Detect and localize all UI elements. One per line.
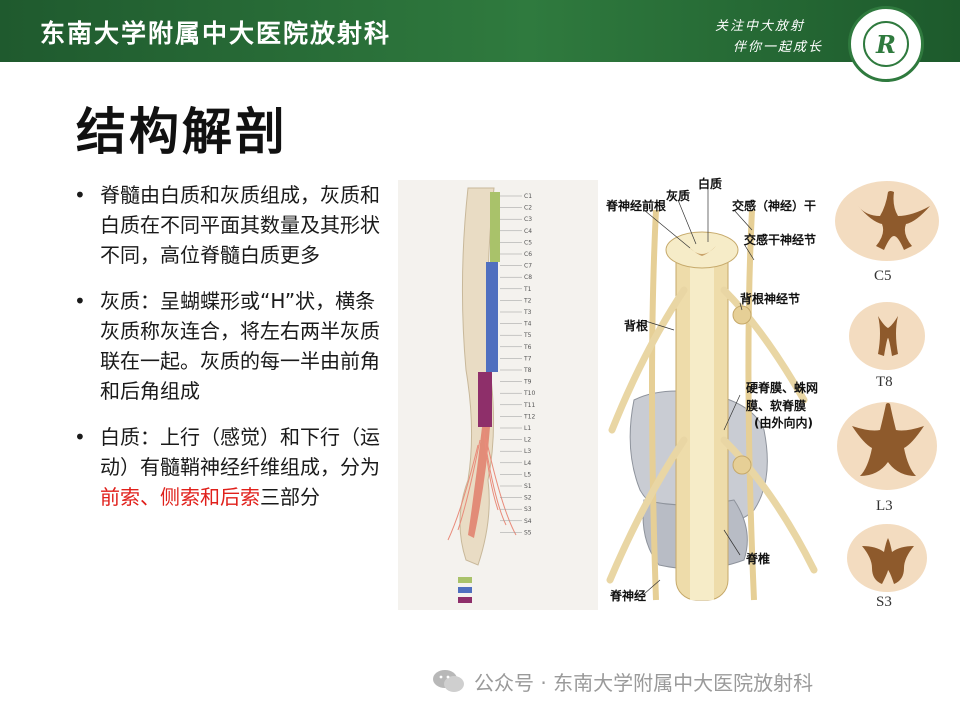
label-spinal-nerve: 脊神经	[609, 588, 646, 603]
segment-label: S3	[524, 506, 532, 513]
hospital-logo-icon: R	[848, 6, 924, 82]
header-bar: 东南大学附属中大医院放射科 关注中大放射 伴你一起成长	[0, 0, 960, 62]
bullet-dot: •	[74, 425, 86, 449]
spinal-cord-3d-figure: 脊神经前根 灰质 白质 交感（神经）干 交感干神经节 背根神经节 背根 硬脊膜、…	[604, 170, 826, 610]
label-meninges-3: (由外向内)	[754, 415, 813, 430]
segment-label: C7	[524, 263, 532, 270]
bullet-dot: •	[74, 183, 86, 207]
segment-label: S2	[524, 495, 532, 502]
cross-sections-figure: C5 T8 L3 S3	[832, 176, 954, 616]
segment-label: T1	[523, 286, 532, 293]
bullet-item: • 脊髓由白质和灰质组成，灰质和白质在不同平面其数量及其形状不同，高位脊髓白质更…	[72, 180, 392, 270]
caption-t8: T8	[876, 374, 893, 390]
bullet-list: • 脊髓由白质和灰质组成，灰质和白质在不同平面其数量及其形状不同，高位脊髓白质更…	[72, 180, 392, 528]
segment-label: T2	[523, 297, 532, 304]
bullet-item: • 白质：上行（感觉）和下行（运动）有髓鞘神经纤维组成，分为前索、侧索和后索三部…	[72, 422, 392, 512]
segment-label: C1	[524, 193, 532, 200]
segment-label: T6	[523, 344, 532, 351]
spinal-cord-3d-svg: 脊神经前根 灰质 白质 交感（神经）干 交感干神经节 背根神经节 背根 硬脊膜、…	[605, 176, 818, 603]
wechat-icon	[433, 670, 464, 692]
segment-label: T10	[523, 390, 535, 397]
page-title: 结构解剖	[76, 103, 288, 161]
caption-c5: C5	[874, 268, 892, 284]
segment-label: S4	[524, 518, 532, 525]
watermark-text: 公众号 · 东南大学附属中大医院放射科	[474, 670, 814, 695]
logo-glyph: R	[876, 30, 896, 59]
cross-sections-svg: C5 T8 L3 S3	[835, 181, 939, 610]
slogan-line1: 关注中大放射	[715, 19, 806, 34]
label-dorsal-root-ganglion: 背根神经节	[740, 291, 800, 306]
segment-label: C4	[524, 228, 532, 235]
label-dorsal-root: 背根	[624, 318, 648, 333]
segment-label: L5	[524, 471, 531, 478]
segment-label: C2	[524, 205, 532, 212]
label-meninges-1: 硬脊膜、蛛网	[746, 380, 818, 395]
segment-label: T4	[523, 321, 532, 328]
segment-label: T11	[523, 402, 535, 409]
label-vertebra: 脊椎	[745, 551, 770, 566]
segment-label: T12	[523, 413, 535, 420]
segment-label: T3	[523, 309, 532, 316]
segment-label: L2	[524, 437, 531, 444]
bullet-dot: •	[74, 289, 86, 313]
spinal-cord-svg: C1C2C3C4C5C6C7C8T1T2T3T4T5T6T7T8T9T10T11…	[398, 180, 598, 610]
segment-label: L1	[524, 425, 531, 432]
segment-label: T9	[523, 379, 532, 386]
org-title: 东南大学附属中大医院放射科	[40, 19, 392, 48]
segment-label: C3	[524, 216, 532, 223]
segment-label: T5	[523, 332, 532, 339]
segment-label: S5	[524, 529, 532, 536]
segment-label: C5	[524, 239, 532, 246]
label-sympathetic-ganglion: 交感干神经节	[744, 232, 816, 247]
logo-ring: R	[863, 21, 909, 67]
segment-label: C6	[524, 251, 532, 258]
watermark: 公众号 · 东南大学附属中大医院放射科	[432, 664, 813, 698]
bullet-text: 脊髓由白质和灰质组成，灰质和白质在不同平面其数量及其形状不同，高位脊髓白质更多	[100, 183, 380, 267]
bullet-text-end: 三部分	[260, 485, 320, 509]
bullet-highlight: 前索、侧索和后索	[100, 485, 260, 509]
label-meninges-2: 膜、软脊膜	[746, 398, 806, 413]
label-white-matter: 白质	[698, 176, 722, 191]
label-sympathetic-trunk: 交感（神经）干	[732, 198, 816, 213]
segment-label: L4	[524, 460, 531, 467]
segment-tick-group: C1C2C3C4C5C6C7C8T1T2T3T4T5T6T7T8T9T10T11…	[500, 193, 535, 536]
segment-label: T7	[523, 355, 532, 362]
bullet-text: 灰质：呈蝴蝶形或“H”状，横条灰质称灰连合，将左右两半灰质联在一起。灰质的每一半…	[100, 289, 380, 403]
segment-label: C8	[524, 274, 532, 281]
segment-label: T8	[523, 367, 532, 374]
caption-s3: S3	[876, 594, 892, 610]
slogan-line2: 伴你一起成长	[733, 40, 824, 55]
segment-label: S1	[524, 483, 532, 490]
segment-label: L3	[524, 448, 531, 455]
label-gray-matter: 灰质	[666, 188, 690, 203]
bullet-item: • 灰质：呈蝴蝶形或“H”状，横条灰质称灰连合，将左右两半灰质联在一起。灰质的每…	[72, 286, 392, 406]
bullet-text: 白质：上行（感觉）和下行（运动）有髓鞘神经纤维组成，分为	[100, 425, 380, 479]
caption-l3: L3	[876, 498, 893, 514]
label-ventral-root: 脊神经前根	[605, 198, 666, 213]
